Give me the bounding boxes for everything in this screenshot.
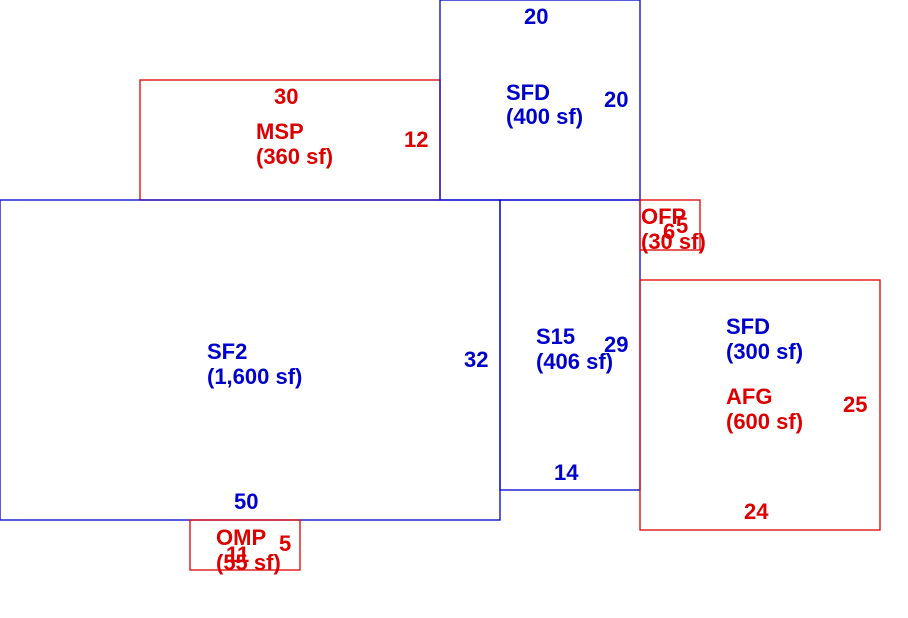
sfd-upper-area: (400 sf): [506, 104, 583, 129]
ofp-area: (30 sf): [641, 229, 706, 254]
msp-area: (360 sf): [256, 144, 333, 169]
afg-code: AFG: [726, 384, 772, 409]
s15-area: (406 sf): [536, 349, 613, 374]
sf2-code: SF2: [207, 339, 247, 364]
s15-dim-right: 29: [604, 332, 628, 357]
sf2-area: (1,600 sf): [207, 364, 302, 389]
omp-dim-b: 5: [279, 531, 291, 556]
sf2-outline: [0, 199, 501, 521]
msp-dim-right: 12: [404, 127, 428, 152]
ofp-outline: [639, 199, 701, 251]
afg-dim-bottom: 24: [744, 499, 769, 524]
ofp-code: OFP: [641, 204, 686, 229]
sf2-dim-bottom: 50: [234, 489, 258, 514]
s15-code: S15: [536, 324, 575, 349]
afg-outline: [639, 279, 881, 531]
sfd-upper-code: SFD: [506, 80, 550, 105]
sf2-dim-right: 32: [464, 347, 488, 372]
msp-dim-top: 30: [274, 84, 298, 109]
afg-area: (600 sf): [726, 409, 803, 434]
ofp-dim-b: 5: [676, 213, 688, 238]
sfd-lower-area: (300 sf): [726, 339, 803, 364]
sfd-upper-dim-top: 20: [524, 4, 548, 29]
afg-dim-right: 25: [843, 392, 867, 417]
omp-code: OMP: [216, 525, 266, 550]
sfd-upper-dim-right: 20: [604, 87, 628, 112]
omp-dim-a: 11: [226, 542, 249, 567]
omp-outline: [189, 519, 301, 571]
s15-dim-bottom: 14: [554, 460, 579, 485]
msp-code: MSP: [256, 119, 304, 144]
omp-area: (55 sf): [216, 550, 281, 575]
sfd-lower-code: SFD: [726, 314, 770, 339]
ofp-dim-a: 6: [663, 219, 675, 244]
